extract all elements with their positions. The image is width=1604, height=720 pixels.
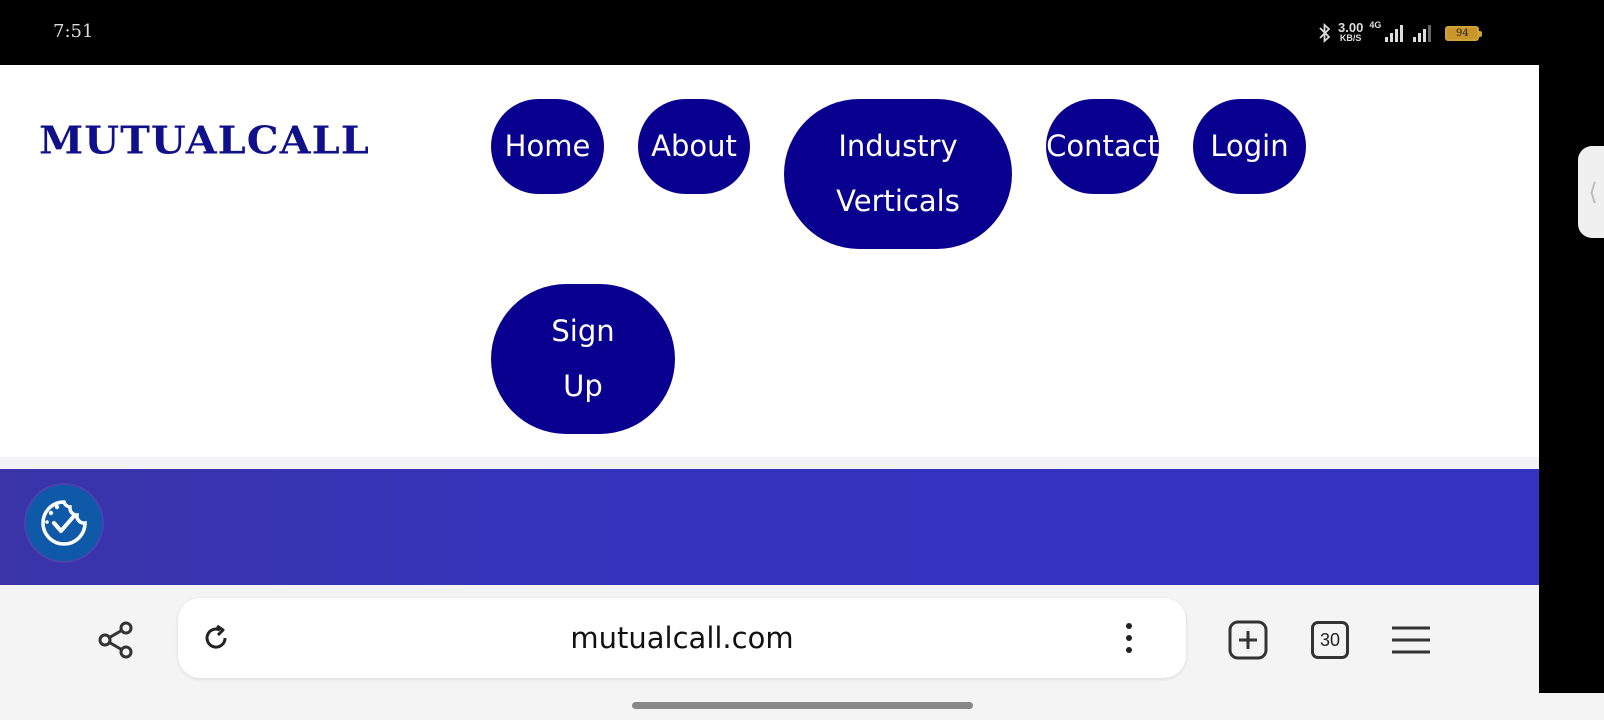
nav-contact-button[interactable]: Contact [1046,99,1159,194]
reload-icon [205,624,227,649]
tabs-button[interactable]: 30 [1308,618,1352,662]
reload-button[interactable] [198,620,234,656]
nav-signup-button[interactable]: Sign Up [491,284,675,434]
nav-about-button[interactable]: About [638,99,750,194]
more-vertical-icon [1126,623,1132,653]
tab-count: 30 [1311,621,1349,659]
home-indicator[interactable] [632,702,973,709]
more-options-button[interactable] [1114,618,1144,658]
url-text[interactable]: mutualcall.com [570,621,794,655]
share-icon [98,621,133,659]
nav-home-button[interactable]: Home [491,99,604,194]
signal-icon [1385,24,1404,42]
site-logo[interactable]: MUTUALCALL [39,118,370,163]
plus-square-icon [1228,620,1268,660]
cookie-check-icon [41,500,87,546]
network-speed: 3.00 KB/S [1338,20,1364,43]
nav-industry-verticals-button[interactable]: Industry Verticals [784,99,1012,249]
section-divider [0,457,1539,469]
cookie-consent-button[interactable] [26,485,102,561]
battery-icon: 94 [1445,25,1483,41]
network-type: 4G [1369,20,1382,30]
side-panel-handle[interactable]: ⟨ [1578,146,1604,238]
hamburger-menu-icon [1392,626,1430,654]
hero-band [0,469,1539,585]
nav-login-button[interactable]: Login [1193,99,1306,194]
status-bar: 7:51 3.00 KB/S 4G 94 [0,0,1604,65]
menu-button[interactable] [1389,618,1433,662]
new-tab-button[interactable] [1226,618,1270,662]
status-icons: 3.00 KB/S 4G 94 [1318,20,1483,46]
address-bar[interactable]: mutualcall.com [178,598,1186,678]
status-time: 7:51 [53,21,94,42]
share-button[interactable] [94,618,138,662]
chevron-left-icon: ⟨ [1588,178,1598,206]
signal-icon-2 [1413,24,1432,42]
bluetooth-icon [1319,23,1331,43]
web-page: MUTUALCALL Home About Industry Verticals… [0,65,1539,585]
